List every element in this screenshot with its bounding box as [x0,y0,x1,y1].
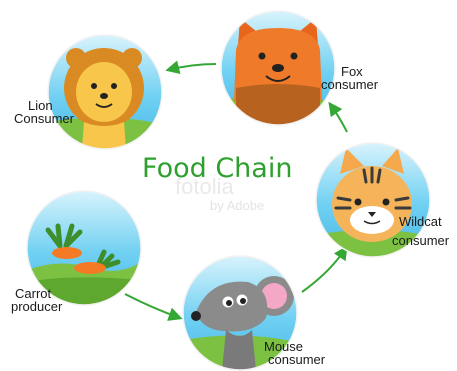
watermark-brand: fotolia [175,174,234,199]
edge-fox-to-lion [165,60,217,75]
carrot-icon [27,191,141,305]
carrot-name-label: Carrot [15,286,52,301]
wildcat-role-label: consumer [392,233,450,248]
edge-mouse-to-wildcat [301,245,348,293]
fox-node [220,10,336,126]
fox-role-label: consumer [321,77,379,92]
edge-carrot-to-mouse [124,293,183,321]
fox-name-label: Fox [341,64,363,79]
carrot-node [26,190,142,306]
diagram-title: Food Chain [142,153,292,184]
wildcat-name-label: Wildcat [399,214,442,229]
edge-wildcat-to-fox [328,101,348,133]
carrot-role-label: producer [11,299,63,314]
edges [124,60,348,321]
lion-node [47,34,163,150]
watermark: fotolia by Adobe [175,174,264,213]
wildcat-node [315,142,431,258]
mouse-role-label: consumer [268,352,326,367]
wildcat-icon [316,143,430,257]
mouse-icon [183,256,297,370]
watermark-by: by Adobe [210,198,264,213]
mouse-node [182,255,298,371]
mouse-name-label: Mouse [264,339,303,354]
lion-role-label: Consumer [14,111,75,126]
lion-name-label: Lion [28,98,53,113]
